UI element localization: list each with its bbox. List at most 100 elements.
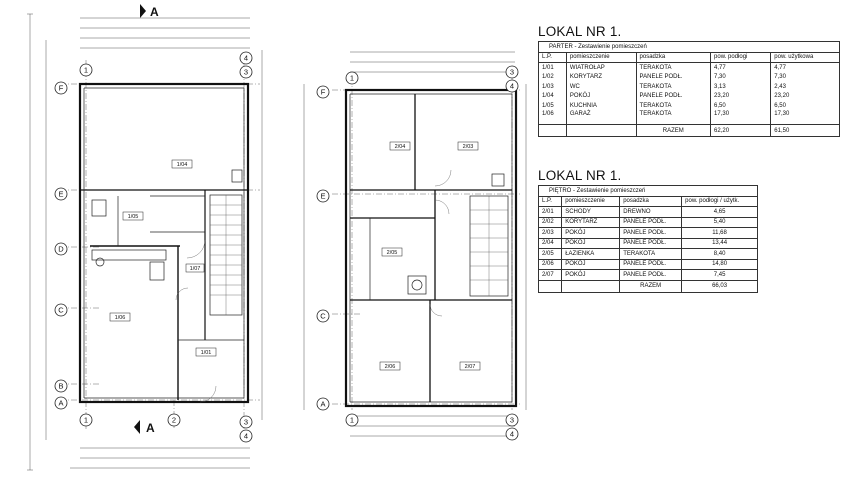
walls <box>78 82 250 404</box>
axis-label: 3 <box>244 418 248 427</box>
table-sum-row: RAZEM 62,20 61,50 <box>538 124 840 137</box>
cell: 1/04 <box>538 91 567 101</box>
sum-floor: 62,20 <box>710 124 772 137</box>
room-label: 2/06 <box>385 364 396 370</box>
cell: 4,77 <box>710 62 772 73</box>
axis-label: C <box>320 312 326 321</box>
cell: 4,65 <box>681 206 758 218</box>
col-header: pow. podłogi / użytk. <box>681 195 758 207</box>
cell: KORYTARZ <box>565 72 637 82</box>
axis-label: D <box>58 245 64 254</box>
cell: POKÓJ <box>561 237 621 249</box>
axis-label: C <box>58 306 64 315</box>
table-caption: PIĘTRO - Zestawienie pomieszczeń <box>538 185 758 197</box>
cell: PANELE PODŁ. <box>619 227 683 239</box>
upper-floor-title: LOKAL NR 1. <box>538 168 622 183</box>
col-header: pow. użytkowa <box>770 51 840 63</box>
dimension-lines <box>303 51 527 437</box>
col-header: pomieszczenie <box>565 51 637 63</box>
cell: 1/03 <box>538 82 567 92</box>
axis-label: A <box>58 399 63 408</box>
section-label: A <box>146 421 155 435</box>
ground-floor-table: PARTER - Zestawienie pomieszczeń L.P. po… <box>538 41 840 137</box>
room-labels: 1/04 1/05 1/07 1/06 1/01 <box>109 159 217 357</box>
ground-floor-title: LOKAL NR 1. <box>538 24 622 39</box>
cell: 3,13 <box>710 82 772 92</box>
cell: PANELE PODŁ. <box>635 72 712 82</box>
cell: 2/04 <box>537 237 563 249</box>
cell: PANELE PODŁ. <box>619 216 683 228</box>
axis-label: 3 <box>510 416 514 425</box>
doors <box>429 169 452 317</box>
cell: 23,20 <box>710 91 772 101</box>
grid-axes <box>332 78 520 410</box>
table-sum-row: RAZEM 66,03 <box>537 279 758 293</box>
cell: PANELE PODŁ. <box>619 258 683 270</box>
axis-label: 1 <box>84 416 88 425</box>
axis-label: 4 <box>244 432 248 441</box>
cell: TERAKOTA <box>635 110 712 125</box>
cell: 1/01 <box>538 62 567 73</box>
cell: 17,30 <box>770 110 840 125</box>
col-header: pomieszczenie <box>561 195 621 207</box>
room-label: 2/05 <box>387 250 398 256</box>
col-header: L.P. <box>537 195 563 207</box>
cell: 2/03 <box>537 227 563 239</box>
cell: TERAKOTA <box>635 82 712 92</box>
cell: 2/01 <box>537 206 563 218</box>
cell: 2/05 <box>537 248 563 260</box>
cell: 7,30 <box>710 72 772 82</box>
upper-floor-table: PIĘTRO - Zestawienie pomieszczeń L.P. po… <box>537 185 758 293</box>
cell: POKÓJ <box>561 269 621 281</box>
cell: ŁAZIENKA <box>561 248 621 260</box>
cell: 2/06 <box>537 258 563 270</box>
axis-label: 2 <box>172 416 176 425</box>
axis-bubbles: 1 3 4 1 3 4 F E C A <box>316 65 519 441</box>
axis-label: A <box>320 400 325 409</box>
axis-label: E <box>58 190 63 199</box>
walls <box>344 88 518 408</box>
cell: PANELE PODŁ. <box>619 237 683 249</box>
cell: 2/02 <box>537 216 563 228</box>
ground-floor-plan: 1/04 1/05 1/07 1/06 1/01 A A 1 4 3 1 2 3… <box>27 4 263 471</box>
cell: GARAŻ <box>565 110 637 125</box>
ground-floor-schedule: LOKAL NR 1. PARTER - Zestawienie pomiesz… <box>538 24 840 137</box>
cell: TERAKOTA <box>635 62 712 73</box>
cell: 1/05 <box>538 101 567 111</box>
cell: 6,50 <box>710 101 772 111</box>
sum-usable: 61,50 <box>770 124 840 137</box>
axis-label: E <box>320 192 325 201</box>
cell: WC <box>565 82 637 92</box>
axis-label: 4 <box>510 430 514 439</box>
axis-label: F <box>321 88 326 97</box>
bathroom-fixtures <box>407 173 505 295</box>
room-label: 2/04 <box>395 144 406 150</box>
cell: POKÓJ <box>561 258 621 270</box>
col-header: pow. podłogi <box>710 51 772 63</box>
upper-floor-plan: 2/04 2/03 2/05 2/06 2/07 1 3 4 1 3 4 F E… <box>303 51 527 441</box>
axis-label: B <box>58 382 63 391</box>
axis-label: 4 <box>510 82 514 91</box>
cell: PANELE PODŁ. <box>635 91 712 101</box>
cell: 7,30 <box>770 72 840 82</box>
cell: DREWNO <box>619 206 683 218</box>
axis-label: 1 <box>350 416 354 425</box>
section-marker: A A <box>134 4 159 435</box>
upper-floor-schedule: LOKAL NR 1. PIĘTRO - Zestawienie pomiesz… <box>537 168 758 293</box>
room-label: 2/07 <box>465 364 476 370</box>
axis-label: 1 <box>350 74 354 83</box>
col-header: L.P. <box>538 51 567 63</box>
stairs <box>209 194 243 316</box>
cell: 4,77 <box>770 62 840 73</box>
cell: 5,40 <box>681 216 758 228</box>
doors <box>175 239 217 403</box>
